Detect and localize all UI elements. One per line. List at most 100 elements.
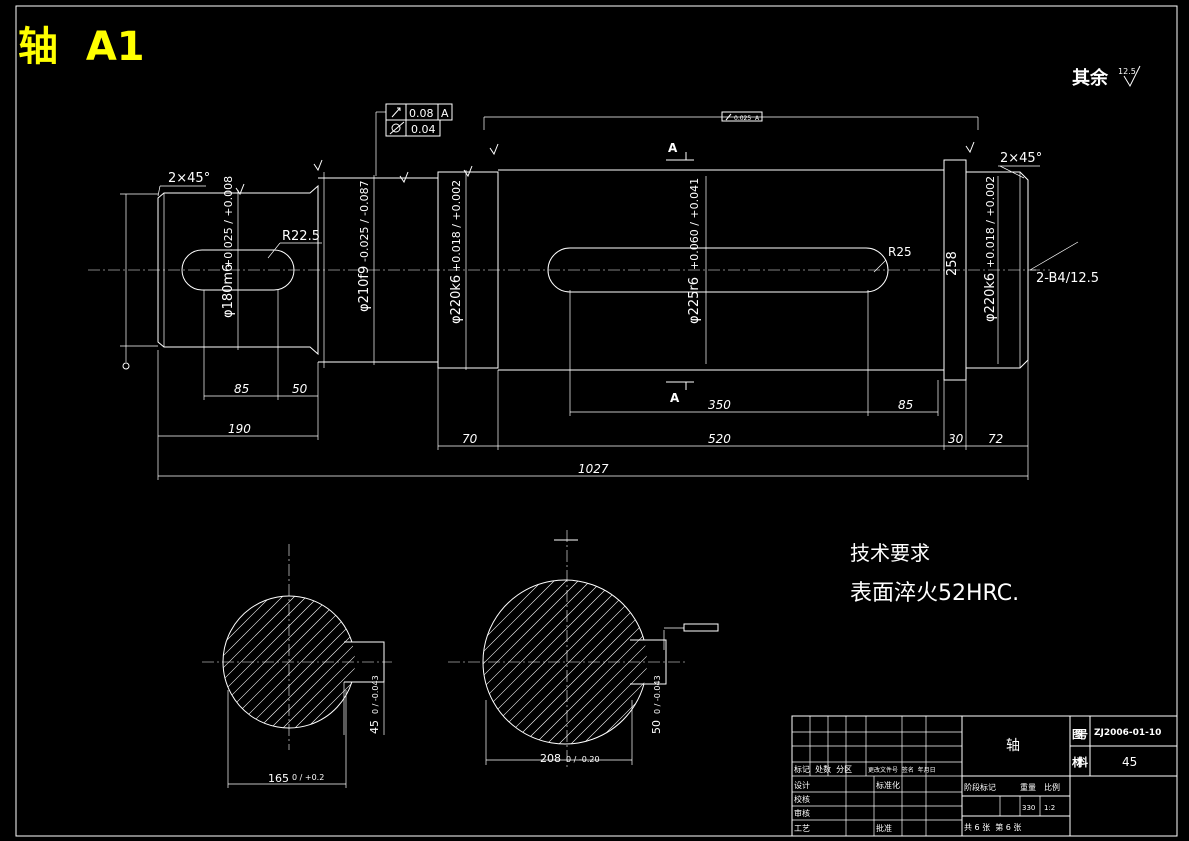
roughness-mark-icon (399, 171, 409, 184)
hatch-line (282, 596, 355, 728)
hatch-line (223, 596, 332, 728)
dim-phi225-tol: +0.060 / +0.041 (688, 178, 701, 270)
tb-weight-val: 330 (1022, 804, 1035, 812)
section-left-width-tol: 0 / +0.2 (292, 773, 324, 782)
tb-weight: 重量 (1020, 782, 1036, 792)
hatch-line (258, 596, 355, 728)
roughness-mark-icon (463, 165, 473, 178)
dim-phi180: φ180m6 (221, 264, 236, 318)
dim-30: 30 (948, 432, 964, 446)
dim-258: 258 (945, 251, 960, 276)
dim-1027: 1027 (578, 462, 609, 476)
hatch-line (223, 596, 260, 728)
section-left-depth-tol: 0 / -0.043 (371, 675, 380, 714)
dim-85: 85 (234, 382, 249, 396)
runout-arrow-icon (391, 107, 401, 118)
dim-70: 70 (462, 432, 478, 446)
section-right-depth-tol: 0 / -0.043 (653, 675, 662, 714)
hatch-line (223, 596, 284, 728)
hatch-line (483, 580, 580, 744)
chamfer-left: 2×45° (168, 171, 210, 186)
dim-phi220a: φ220k6 (449, 275, 464, 324)
hatch-line (483, 580, 616, 744)
section-right-depth: 50 (650, 720, 663, 734)
hatch-line (223, 596, 272, 728)
roughness-symbol-icon (1123, 65, 1141, 88)
hatch-line (570, 580, 647, 744)
hatch-line (483, 580, 568, 744)
center-hole-note: 2-B4/12.5 (1036, 271, 1099, 286)
hatch-line (223, 596, 320, 728)
hatch-line (486, 580, 647, 744)
hatch-line (483, 580, 592, 744)
hatch-line (642, 580, 647, 744)
hatch-line (483, 580, 628, 744)
tb-drawing-no-label: 图号 (1072, 728, 1088, 741)
dim-72: 72 (988, 432, 1003, 446)
hatch-line (594, 580, 647, 744)
tb-process: 工艺 (794, 824, 810, 833)
gdt-frame-runout: 0.08 A (385, 103, 453, 121)
dim-350: 350 (708, 398, 731, 412)
dim-50: 50 (292, 382, 308, 396)
tb-material: 45 (1122, 755, 1137, 769)
chamfer-right: 2×45° (1000, 151, 1042, 166)
tb-review: 审核 (794, 808, 810, 818)
drawing-title: 轴 A1 (18, 24, 145, 70)
radius-left: R22.5 (282, 229, 320, 244)
section-view-left (202, 544, 392, 788)
dim-190: 190 (228, 422, 251, 436)
svg-text:0.04: 0.04 (411, 123, 436, 136)
tb-approve: 批准 (876, 823, 892, 833)
tech-req-line1: 表面淬火52HRC. (850, 581, 1019, 606)
shaft-section-phi180 (157, 184, 319, 356)
hatch-line (483, 580, 544, 744)
dim-phi180-tol: +0.025 / +0.008 (222, 176, 235, 268)
hatch-line (246, 596, 355, 728)
roughness-mark-icon (313, 159, 323, 172)
gdt-frame-cylindricity: 0.04 (385, 119, 441, 137)
svg-text:0.025: 0.025 (734, 115, 751, 122)
dim-phi220b-tol: +0.018 / +0.002 (984, 176, 997, 268)
hatch-line (483, 580, 556, 744)
radius-right: R25 (888, 245, 912, 259)
section-arrow-icon (685, 152, 694, 161)
hatch-line (546, 580, 647, 744)
roughness-note: 其余 (1072, 67, 1109, 89)
section-right-width: 208 (540, 752, 561, 765)
datum-circle-icon (122, 362, 130, 370)
section-outline (482, 579, 645, 745)
dim-520: 520 (708, 432, 731, 446)
tb-stage: 阶段标记 (964, 782, 996, 792)
hatch-line (223, 596, 236, 728)
center-hole-leader (1029, 241, 1079, 271)
hatch-line (558, 580, 647, 744)
section-outline (222, 595, 353, 729)
title-block (791, 715, 1178, 837)
radius-leader (267, 242, 281, 259)
tb-header-row2: 更改文件号 签名 年月日 (868, 766, 936, 774)
tb-design: 设计 (794, 780, 810, 790)
roughness-value: 12.5 (1118, 67, 1136, 76)
hatch-line (223, 596, 296, 728)
drawing-border (15, 5, 1178, 837)
tb-part-name: 轴 (1006, 738, 1020, 754)
hatch-line (582, 580, 647, 744)
shaft-section-phi220-left (437, 171, 499, 369)
section-mark-top: A (668, 141, 678, 155)
hatch-line (510, 580, 647, 744)
chamfer-leader (999, 165, 1025, 179)
section-left-depth: 45 (368, 720, 381, 734)
section-right-width-tol: 0 / -0.20 (566, 755, 600, 764)
tb-sheets: 共 6 张 第 6 张 (964, 822, 1021, 832)
svg-text:A: A (441, 107, 449, 120)
tech-req-heading: 技术要求 (850, 541, 930, 565)
dim-85b: 85 (898, 398, 913, 412)
shaft-section-phi220-right (966, 171, 1029, 369)
keyway-right (547, 247, 889, 293)
tb-scale-val: 1:2 (1044, 804, 1055, 812)
dim-phi210: φ210f9 (357, 266, 372, 312)
section-mark-bottom: A (670, 391, 680, 405)
tb-material-label: 材料 (1072, 755, 1088, 769)
